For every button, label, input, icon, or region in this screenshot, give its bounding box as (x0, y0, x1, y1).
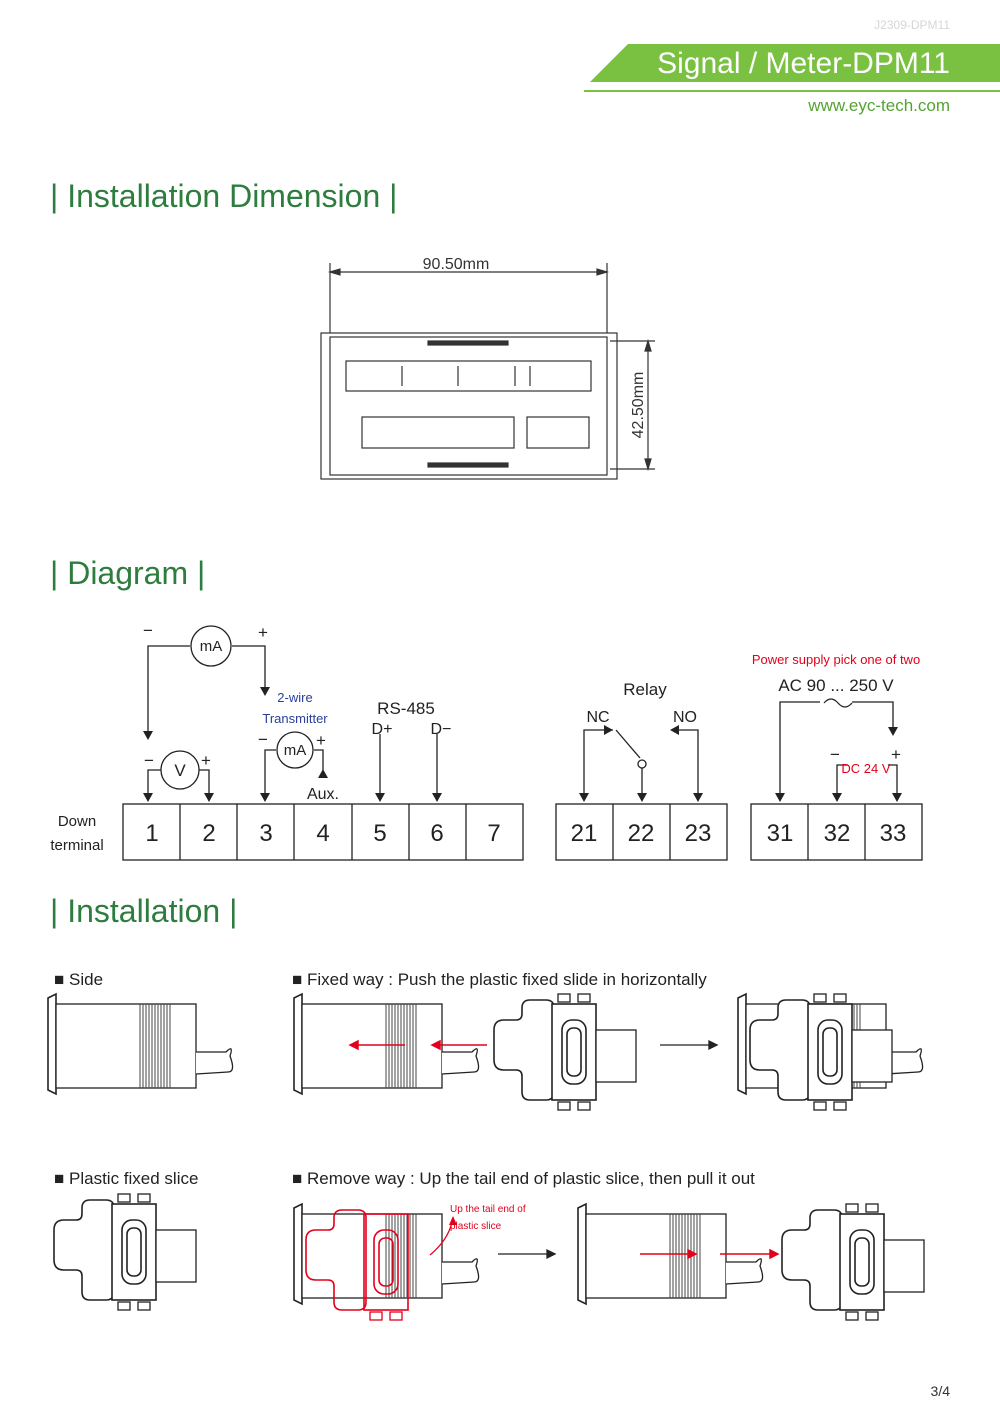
fixed-way-slice-icon (493, 993, 637, 1111)
side-label: Side (69, 970, 104, 989)
terminal-5: 5 (373, 820, 386, 847)
down-terminal-label-2: terminal (50, 837, 103, 854)
d-plus-label: D+ (372, 721, 393, 738)
plastic-slice-icon (53, 1193, 197, 1311)
fixed-way-heading: ■ Fixed way : Push the plastic fixed sli… (292, 970, 707, 989)
power-supply-note: Power supply pick one of two (752, 652, 920, 667)
page-number: 3/4 (930, 1383, 950, 1399)
terminal-31: 31 (767, 820, 794, 847)
dc-plus: + (891, 745, 901, 764)
v-meter-label: V (174, 761, 186, 780)
remove-way-label: Remove way : Up the tail end of plastic … (307, 1169, 755, 1188)
v-minus: − (144, 751, 154, 770)
document-code: J2309-DPM11 (874, 18, 950, 32)
terminal-2: 2 (202, 820, 215, 847)
red-slice-outline (305, 1209, 409, 1321)
plastic-slice-label: Plastic fixed slice (69, 1169, 199, 1188)
page-title: Signal / Meter-DPM11 (657, 47, 950, 80)
rs485-label: RS-485 (377, 699, 435, 718)
two-wire-label: 2-wire (277, 690, 312, 705)
dimension-drawing: 90.50mm 42.50mm (320, 256, 655, 480)
relay-label: Relay (623, 680, 667, 699)
remove-way-meter-icon (293, 1203, 480, 1305)
down-terminal-label-1: Down (58, 813, 96, 830)
ac-label: AC 90 ... 250 V (778, 676, 894, 695)
plastic-slice-heading: ■ Plastic fixed slice (54, 1169, 199, 1188)
section-installation-dimension: | Installation Dimension | (50, 178, 398, 214)
header-rule (584, 90, 1000, 92)
terminal-21: 21 (571, 820, 598, 847)
terminal-4: 4 (316, 820, 329, 847)
side-heading: ■ Side (54, 970, 104, 989)
no-label: NO (673, 709, 697, 726)
fixed-way-label: Fixed way : Push the plastic fixed slide… (307, 970, 707, 989)
v-plus: + (201, 751, 211, 770)
dc-minus: − (830, 745, 840, 764)
up-tail-note-2: plastic slice (450, 1221, 502, 1232)
remove-way-heading: ■ Remove way : Up the tail end of plasti… (292, 1169, 755, 1188)
terminal-7: 7 (487, 820, 500, 847)
ma-plus: + (258, 623, 268, 642)
nc-label: NC (586, 709, 609, 726)
terminal-33: 33 (880, 820, 907, 847)
side-meter-icon (47, 993, 234, 1095)
aux-label: Aux. (307, 786, 339, 803)
terminal-22: 22 (628, 820, 655, 847)
wiring-diagram: Down terminal 1 2 3 4 5 6 7 2 (50, 621, 923, 861)
terminal-3: 3 (259, 820, 272, 847)
d-minus-label: D− (431, 721, 452, 738)
terminal-32: 32 (824, 820, 851, 847)
dc-label: DC 24 V (841, 761, 890, 776)
section-diagram: | Diagram | (50, 555, 206, 591)
ma-minus: − (143, 621, 153, 640)
ma-meter-label: mA (200, 638, 223, 655)
transmitter-minus: − (258, 730, 268, 749)
terminal-1: 1 (145, 820, 158, 847)
title-banner (590, 44, 1000, 82)
installation-illustrations: Up the tail end of plastic slice (47, 993, 925, 1321)
terminal-6: 6 (430, 820, 443, 847)
width-label: 90.50mm (423, 256, 490, 273)
fixed-way-meter-icon (293, 993, 480, 1095)
section-installation: | Installation | (50, 893, 238, 929)
height-label: 42.50mm (630, 372, 647, 439)
transmitter-label: Transmitter (262, 711, 328, 726)
website-link[interactable]: www.eyc-tech.com (808, 96, 950, 115)
terminal-23: 23 (685, 820, 712, 847)
up-tail-note-1: Up the tail end of (450, 1204, 526, 1215)
transmitter-ma-label: mA (284, 742, 307, 759)
transmitter-plus: + (316, 731, 326, 750)
removed-slice-icon (781, 1203, 925, 1321)
